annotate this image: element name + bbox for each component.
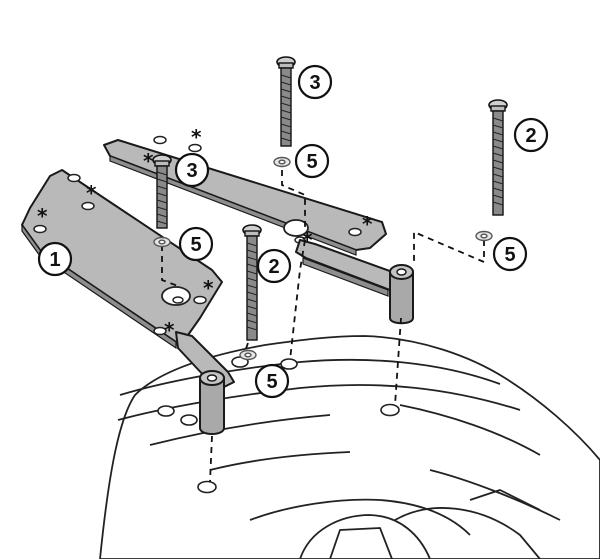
callout-circle-3-upper (297, 64, 333, 100)
callout-label-3-upper: 3 (309, 72, 320, 94)
callout-label-5-lower: 5 (266, 371, 277, 393)
callout-labels: 1 2 2 3 3 5 5 5 5 (49, 72, 536, 393)
bolt-3-upper (276, 56, 296, 147)
callout-circle-5-right (492, 236, 528, 272)
callout-circle-2-middle (256, 248, 292, 284)
motorcycle-rear-outline (99, 335, 600, 559)
asterisk: * (203, 276, 214, 300)
callout-circle-1 (37, 241, 73, 277)
bolt-2-right (488, 99, 508, 216)
asterisk: * (164, 318, 175, 342)
callout-label-5-upper: 5 (306, 151, 317, 173)
callout-label-1: 1 (49, 249, 60, 271)
callout-circle-5-lower (254, 363, 290, 399)
callout-label-5-left: 5 (190, 234, 201, 256)
callout-label-2-middle: 2 (268, 256, 279, 278)
asterisk-markers: * * * * * * * * (37, 125, 373, 342)
washers (153, 156, 493, 361)
asterisk: * (143, 149, 154, 173)
callout-label-2-right: 2 (525, 125, 536, 147)
asterisk: * (37, 204, 48, 228)
asterisk: * (86, 181, 97, 205)
bolt-2-middle (242, 224, 262, 341)
front-mounting-plate (21, 169, 223, 350)
callout-circles (37, 64, 549, 399)
rear-mounting-plate (103, 135, 387, 256)
callout-circle-5-left (178, 226, 214, 262)
left-mount-tube (199, 370, 225, 435)
bike-mount-holes (157, 356, 400, 494)
asterisk: * (362, 212, 373, 236)
callout-circle-3-lower (174, 152, 210, 188)
right-mount-tube (389, 264, 414, 325)
right-support-arm (295, 239, 411, 297)
callout-circle-5-upper (294, 143, 330, 179)
asterisk: * (191, 125, 202, 149)
asterisk: * (302, 228, 313, 252)
bolt-3-lower (152, 154, 172, 229)
callout-label-3-lower: 3 (186, 160, 197, 182)
callout-label-5-right: 5 (504, 244, 515, 266)
callout-circle-2-right (513, 117, 549, 153)
